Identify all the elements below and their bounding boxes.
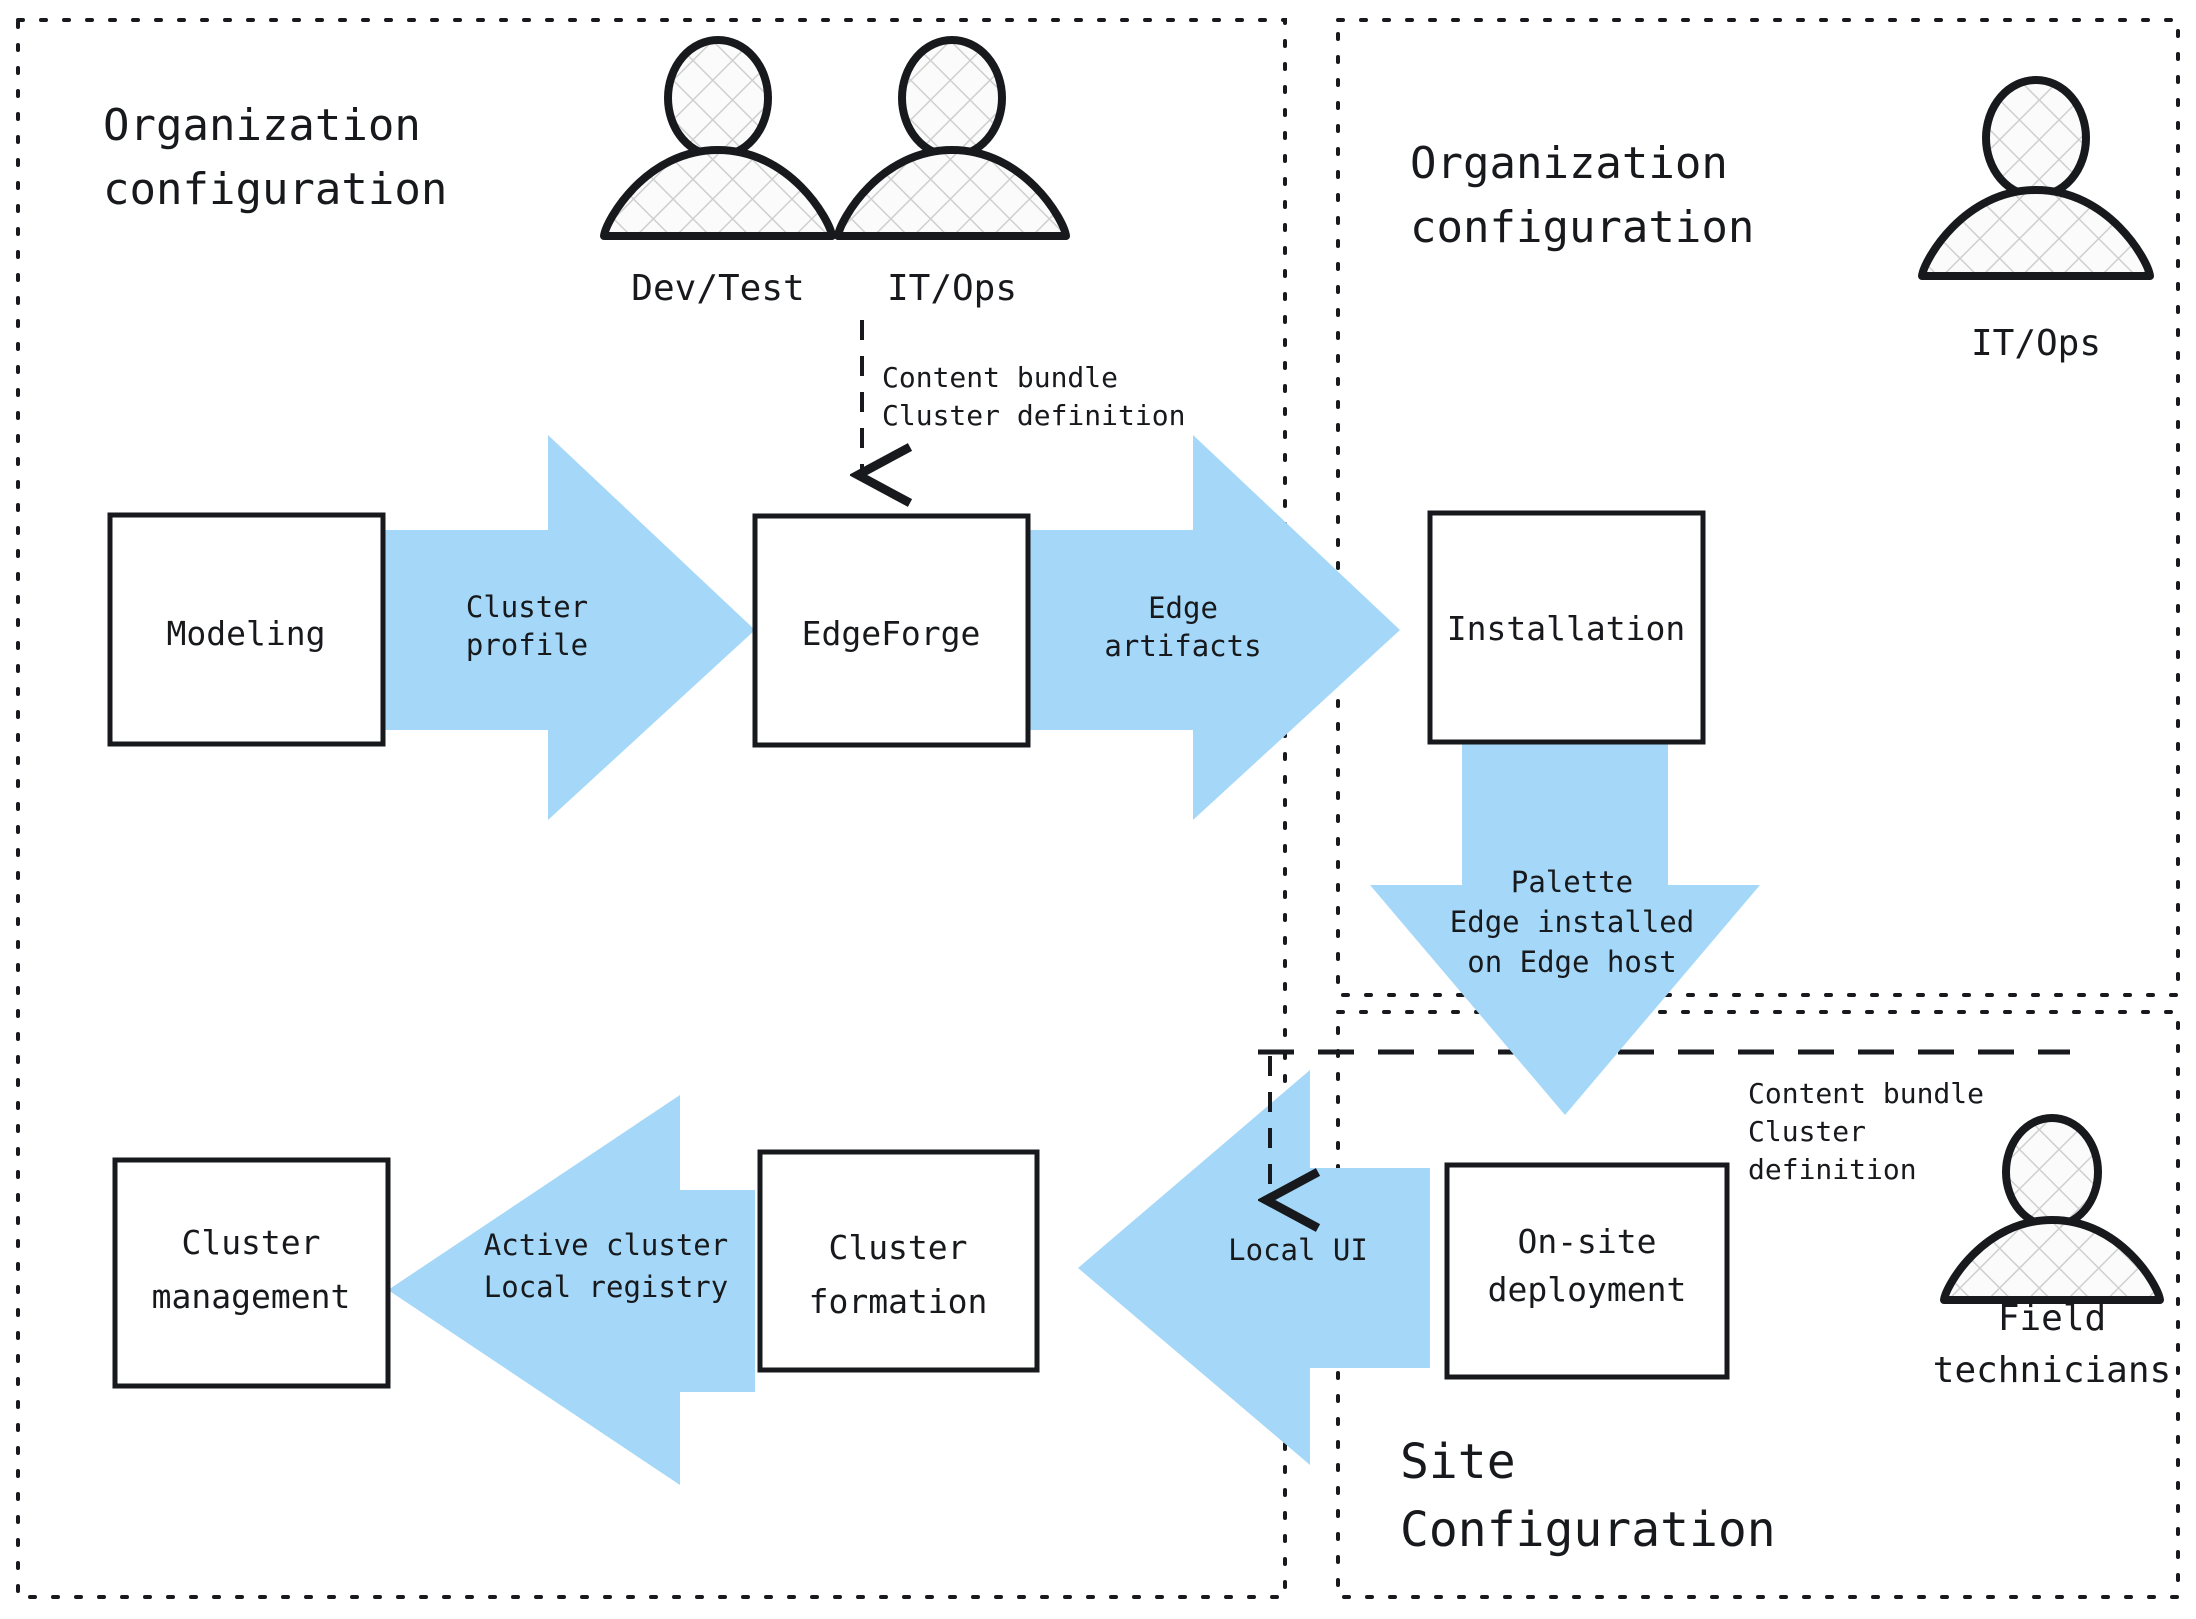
box-label-on-site-deployment-line1: On-site [1517, 1222, 1656, 1261]
box-label-installation: Installation [1447, 609, 1685, 648]
arrow-label-edge-artifacts-line2: artifacts [1104, 629, 1261, 663]
box-cluster-management[interactable] [112, 1157, 391, 1389]
person-icon-it-ops-left [834, 36, 1070, 240]
arrow-label-edge-artifacts-line1: Edge [1148, 591, 1218, 625]
panel-org-right [1336, 18, 2180, 997]
panel-site-title-line2: Configuration [1400, 1502, 1776, 1558]
panel-org-right-title-line1: Organization [1410, 138, 1728, 189]
box-installation[interactable] [1427, 510, 1706, 745]
box-label-cluster-management-line1: Cluster [181, 1223, 320, 1262]
box-label-modeling: Modeling [167, 614, 326, 653]
arrow-label-palette-installed-line3: on Edge host [1467, 945, 1677, 979]
actor-label-field-technicians-line2: technicians [1933, 1350, 2171, 1391]
actor-label-it-ops-left: IT/Ops [887, 268, 1017, 309]
actor-label-dev-test: Dev/Test [631, 268, 804, 309]
arrow-label-local-ui: Local UI [1228, 1233, 1368, 1267]
box-modeling[interactable] [107, 512, 386, 747]
actor-label-field-technicians-line1: Field [1998, 1298, 2106, 1339]
panel-org-left-title-line1: Organization [103, 100, 421, 151]
arrow-label-active-cluster-line2: Local registry [484, 1270, 728, 1304]
note-content-bundle-top-line1: Content bundle [882, 361, 1118, 394]
box-on-site-deployment[interactable] [1444, 1162, 1730, 1380]
arrow-label-palette-installed-line2: Edge installed [1450, 905, 1694, 939]
note-content-bundle-site-line2: Cluster [1748, 1115, 1866, 1148]
person-icon-dev-test [600, 36, 836, 240]
note-content-bundle-site-line1: Content bundle [1748, 1077, 1984, 1110]
arrow-palette-installed [1370, 740, 1760, 1115]
actor-label-it-ops-right: IT/Ops [1971, 323, 2101, 364]
box-edgeforge[interactable] [752, 513, 1031, 748]
arrow-label-palette-installed-line1: Palette [1511, 865, 1633, 899]
arrow-label-cluster-profile-line1: Cluster [466, 590, 588, 624]
panel-site-title-line1: Site [1400, 1434, 1516, 1490]
arrow-local-ui [1078, 1070, 1430, 1465]
box-label-cluster-formation-line1: Cluster [828, 1228, 967, 1267]
box-label-edgeforge: EdgeForge [802, 614, 981, 653]
panel-org-left-title-line2: configuration [103, 164, 447, 215]
box-label-cluster-management-line2: management [152, 1277, 351, 1316]
note-content-bundle-top-line2: Cluster definition [882, 399, 1185, 432]
box-cluster-formation[interactable] [757, 1149, 1040, 1373]
box-label-cluster-formation-line2: formation [809, 1282, 988, 1321]
arrow-label-cluster-profile-line2: profile [466, 628, 588, 662]
box-label-on-site-deployment-line2: deployment [1488, 1270, 1687, 1309]
arrow-cluster-profile [383, 435, 755, 820]
panel-org-right-title-line2: configuration [1410, 202, 1754, 253]
person-icon-field-technicians [1940, 1114, 2164, 1304]
note-content-bundle-site-line3: definition [1748, 1153, 1917, 1186]
arrow-edge-artifacts [1028, 435, 1400, 820]
arrow-label-active-cluster-line1: Active cluster [484, 1228, 728, 1262]
arrow-active-cluster [388, 1095, 755, 1485]
panel-org-left [16, 18, 1287, 1599]
person-icon-it-ops-right [1918, 76, 2154, 280]
